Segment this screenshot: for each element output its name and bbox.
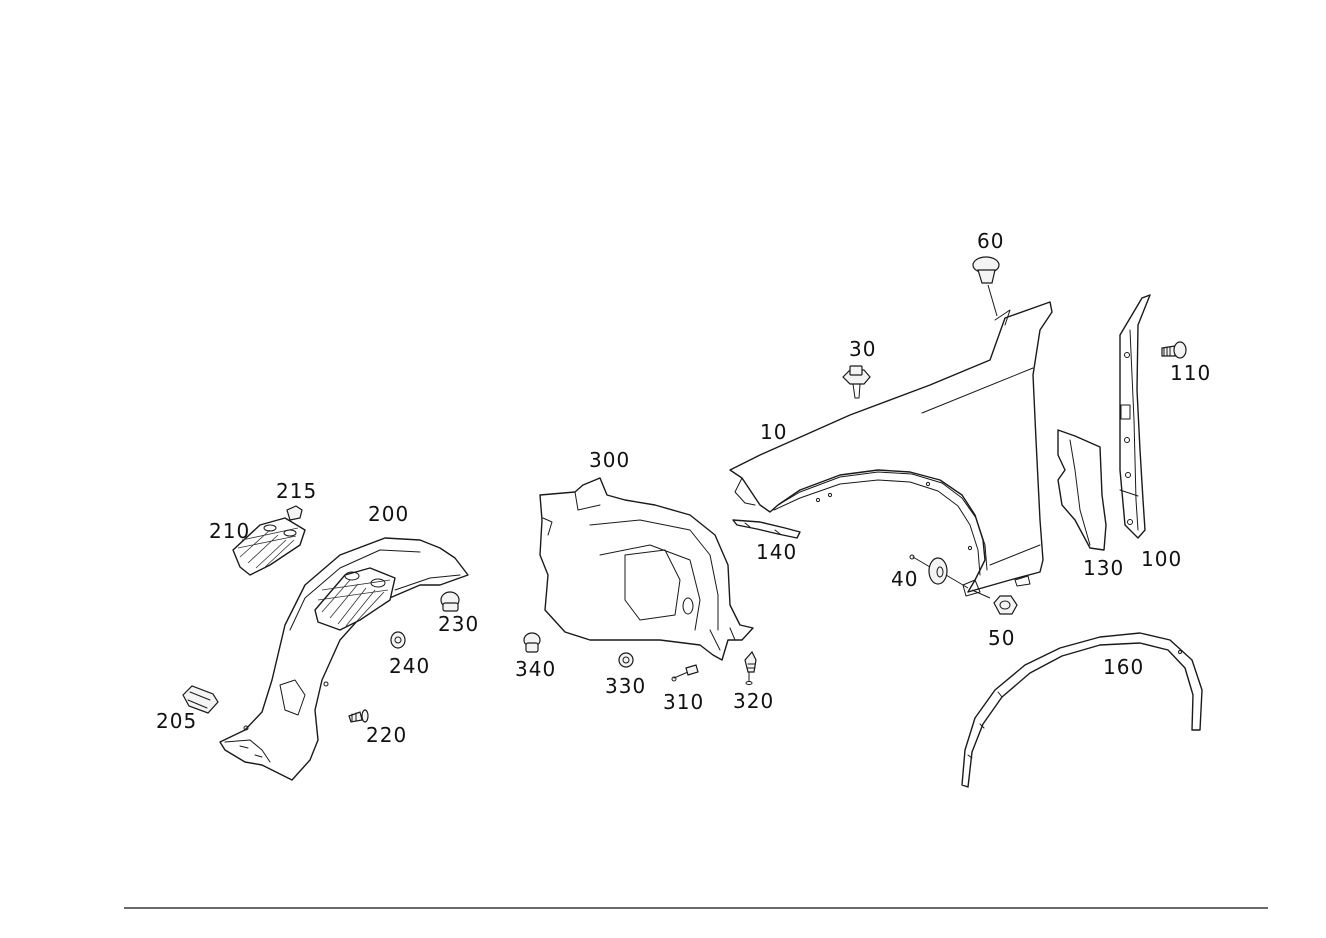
- bolt-part-40: [909, 554, 969, 589]
- arch-trim-part-160: [961, 632, 1203, 788]
- clip-part-215: [286, 505, 303, 521]
- label-300: 300: [589, 448, 630, 472]
- label-330: 330: [605, 674, 646, 698]
- screw-part-220: [348, 709, 369, 723]
- label-50: 50: [988, 626, 1015, 650]
- label-310: 310: [663, 690, 704, 714]
- liner-part-200: [219, 537, 469, 781]
- label-210: 210: [209, 519, 250, 543]
- label-100: 100: [1141, 547, 1182, 571]
- bolt-part-30: [842, 365, 871, 399]
- nut-part-230: [440, 591, 460, 612]
- seal-part-130: [1057, 429, 1107, 551]
- label-10: 10: [760, 420, 787, 444]
- fender-part-10: [729, 301, 1053, 597]
- nut-part-50: [971, 589, 1018, 615]
- label-230: 230: [438, 612, 479, 636]
- liner-part-300: [539, 477, 754, 661]
- rivet-part-310: [671, 664, 699, 682]
- label-240: 240: [389, 654, 430, 678]
- label-110: 110: [1170, 361, 1211, 385]
- screw-part-110: [1161, 341, 1187, 359]
- label-140: 140: [756, 540, 797, 564]
- label-130: 130: [1083, 556, 1124, 580]
- bracket-part-140: [732, 519, 801, 539]
- clip-part-60: [972, 256, 1000, 317]
- nut-part-240: [390, 631, 406, 649]
- label-60: 60: [977, 229, 1004, 253]
- label-200: 200: [368, 502, 409, 526]
- grid-panel-200: [314, 567, 396, 631]
- label-160: 160: [1103, 655, 1144, 679]
- label-220: 220: [366, 723, 407, 747]
- nut-part-330: [618, 652, 634, 668]
- label-205: 205: [156, 709, 197, 733]
- label-40: 40: [891, 567, 918, 591]
- label-340: 340: [515, 657, 556, 681]
- label-215: 215: [276, 479, 317, 503]
- screw-part-320: [744, 650, 757, 685]
- label-320: 320: [733, 689, 774, 713]
- strip-part-100: [1119, 294, 1151, 539]
- grid-panel-part-210: [232, 517, 306, 576]
- nut-part-340: [523, 632, 541, 653]
- bracket-part-205: [182, 685, 219, 714]
- label-30: 30: [849, 337, 876, 361]
